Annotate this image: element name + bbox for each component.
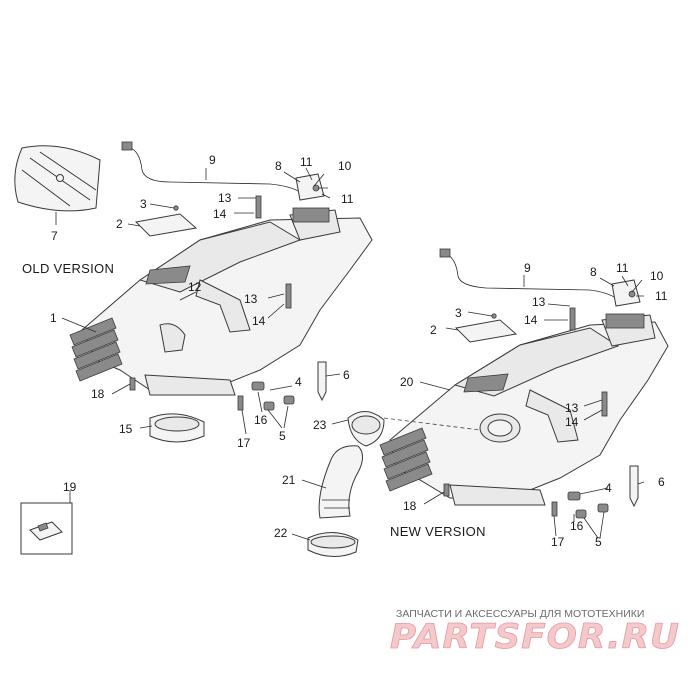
- new-version-assembly: [379, 248, 669, 519]
- callout-18: 18: [403, 499, 417, 513]
- part-21-hose: [318, 445, 363, 519]
- old-vent-fins: [69, 317, 123, 382]
- callout-4: 4: [605, 481, 612, 495]
- callout-4: 4: [295, 375, 302, 389]
- callout-17: 17: [237, 436, 251, 450]
- part-2-pad-new: [454, 319, 518, 343]
- callout-2: 2: [116, 217, 123, 231]
- callout-20: 20: [400, 375, 414, 389]
- callout-7: 7: [51, 229, 58, 243]
- callout-22: 22: [274, 526, 288, 540]
- callout-11: 11: [300, 155, 313, 169]
- callout-5: 5: [279, 429, 286, 443]
- callout-9: 9: [209, 153, 216, 167]
- callout-9: 9: [524, 261, 531, 275]
- watermark-tagline: ЗАПЧАСТИ И АКСЕССУАРЫ ДЛЯ МОТОТЕХНИКИ: [396, 608, 644, 620]
- callout-14: 14: [524, 313, 538, 327]
- callout-3: 3: [140, 197, 147, 211]
- callout-11: 11: [655, 289, 668, 303]
- callout-10: 10: [338, 159, 352, 173]
- callout-6: 6: [343, 368, 350, 382]
- callout-10: 10: [650, 269, 664, 283]
- callout-16: 16: [254, 413, 268, 427]
- callout-15: 15: [119, 422, 133, 436]
- callout-21: 21: [282, 473, 296, 487]
- callout-8: 8: [275, 159, 282, 173]
- old-version-assembly: [14, 141, 373, 443]
- leader-lines: [55, 167, 645, 541]
- callout-18: 18: [91, 387, 105, 401]
- callout-13: 13: [244, 292, 258, 306]
- part-20-undertray: [389, 321, 669, 499]
- part-19-box: [20, 502, 73, 555]
- callout-8: 8: [590, 265, 597, 279]
- callout-13: 13: [532, 295, 546, 309]
- callout-11: 11: [341, 192, 354, 206]
- hose-assembly: [307, 411, 481, 557]
- part-2-pad-old: [134, 213, 198, 237]
- new-callouts: 23 21 22 9 8 11 10 11 3 13 2 14 20 13 14…: [274, 261, 668, 549]
- callout-13: 13: [218, 191, 232, 205]
- callout-5: 5: [595, 535, 602, 549]
- callout-13: 13: [565, 401, 579, 415]
- watermark: ЗАПЧАСТИ И АКСЕССУАРЫ ДЛЯ МОТОТЕХНИКИ PA…: [390, 608, 680, 657]
- callout-17: 17: [551, 535, 565, 549]
- callout-1: 1: [50, 311, 57, 325]
- callout-3: 3: [455, 306, 462, 320]
- callout-12: 12: [188, 280, 202, 294]
- callout-14: 14: [213, 207, 227, 221]
- callout-2: 2: [430, 323, 437, 337]
- callout-6: 6: [658, 475, 665, 489]
- callout-23: 23: [313, 418, 327, 432]
- watermark-logo: PARTSFOR.RU: [390, 617, 680, 657]
- callout-11: 11: [616, 261, 629, 275]
- callout-19: 19: [63, 480, 77, 494]
- new-vent-fins: [379, 427, 433, 492]
- callout-14: 14: [252, 314, 266, 328]
- old-version-label: OLD VERSION: [22, 261, 114, 276]
- part-9-cable-old: [127, 146, 301, 193]
- old-callouts: 7 9 8 11 10 11 3 13 2 14 12 13 14 1 6 4 …: [50, 153, 354, 494]
- new-version-label: NEW VERSION: [390, 524, 486, 539]
- callout-16: 16: [570, 519, 584, 533]
- callout-14: 14: [565, 415, 579, 429]
- part-9-cable-new: [445, 253, 617, 299]
